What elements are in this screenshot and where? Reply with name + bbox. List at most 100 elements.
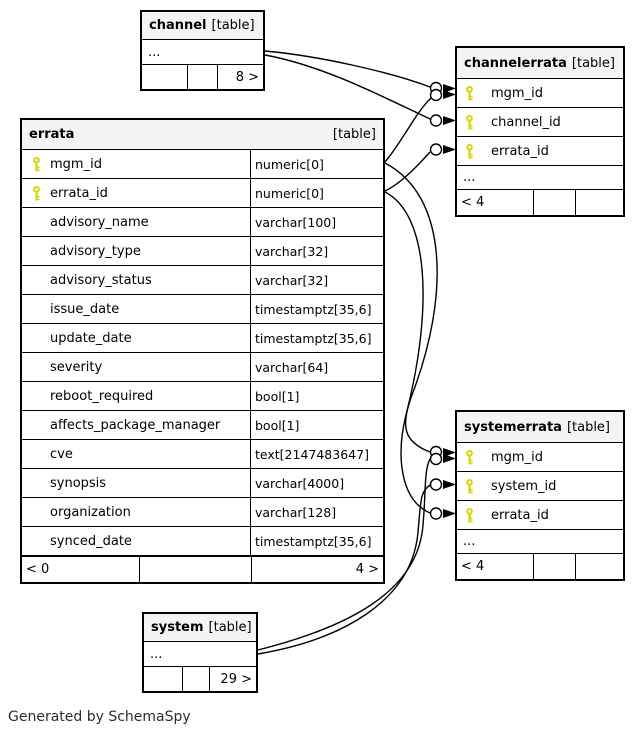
table-channel-footer: 8 > <box>142 65 263 89</box>
parents-count[interactable]: < 0 <box>26 562 50 577</box>
primary-key-icon <box>463 449 491 465</box>
table-errata[interactable]: errata [table] mgm_id numeric[0] errata_… <box>20 118 385 584</box>
table-system-header[interactable]: system [table] <box>144 614 256 642</box>
table-name: errata <box>29 127 75 142</box>
column-name: issue_date <box>50 301 120 317</box>
cardinality-circle <box>429 452 443 466</box>
primary-key-icon <box>30 156 50 172</box>
column-row-cve: cve text[2147483647] <box>22 440 383 469</box>
column-type: timestamptz[35,6] <box>250 527 383 555</box>
column-row-channel_id: channel_id <box>457 108 623 137</box>
column-row-reboot_required: reboot_required bool[1] <box>22 382 383 411</box>
more-columns-row: ... <box>457 166 623 190</box>
cardinality-circle <box>429 478 443 491</box>
column-type: numeric[0] <box>250 179 383 207</box>
column-type: varchar[32] <box>250 237 383 265</box>
relationship-channel-to-channelerrata-channel_id <box>264 54 431 120</box>
table-systemerrata[interactable]: systemerrata [table] mgm_id system_id er… <box>455 410 625 581</box>
fk-arrowhead <box>443 454 456 463</box>
primary-key-icon <box>463 85 491 101</box>
column-type: varchar[128] <box>250 498 383 526</box>
fk-arrowhead <box>443 480 456 489</box>
table-channel[interactable]: channel [table] ... 8 > <box>140 10 265 91</box>
column-name: system_id <box>491 478 557 494</box>
column-name: advisory_name <box>50 214 149 230</box>
table-system[interactable]: system [table] ... 29 > <box>142 612 258 693</box>
column-type: bool[1] <box>250 411 383 439</box>
table-kind: [table] <box>571 55 615 71</box>
more-columns-label: ... <box>463 170 476 185</box>
column-name: affects_package_manager <box>50 417 221 433</box>
parents-count[interactable]: < 4 <box>461 195 485 210</box>
column-name: advisory_type <box>50 243 141 259</box>
table-kind: [table] <box>211 18 255 33</box>
column-type: text[2147483647] <box>250 440 383 468</box>
cardinality-circle <box>429 143 443 156</box>
column-name: update_date <box>50 330 132 346</box>
column-row-synopsis: synopsis varchar[4000] <box>22 469 383 498</box>
column-name: mgm_id <box>491 85 543 101</box>
footer-cell <box>139 557 251 582</box>
table-errata-header[interactable]: errata [table] <box>22 120 383 150</box>
table-kind: [table] <box>332 127 376 142</box>
relationship-errata-mgm_id-to-channelerrata-mgm_id <box>384 97 432 163</box>
column-type: timestamptz[35,6] <box>250 324 383 352</box>
table-system-footer: 29 > <box>144 667 256 691</box>
relationship-errata-errata_id-to-channelerrata-errata_id <box>384 151 431 192</box>
relationship-errata-errata_id-to-systemerrata-errata_id <box>384 191 431 514</box>
column-row-affects_package_manager: affects_package_manager bool[1] <box>22 411 383 440</box>
fk-arrowhead <box>443 84 456 93</box>
cardinality-circle <box>429 114 443 127</box>
children-count[interactable]: 4 > <box>251 557 383 582</box>
footer-cell <box>142 65 187 89</box>
column-type: varchar[4000] <box>250 469 383 497</box>
footer-cell <box>533 190 575 215</box>
footer-cell <box>575 190 623 215</box>
primary-key-icon <box>30 185 50 201</box>
table-name: systemerrata <box>464 419 562 435</box>
more-columns-row: ... <box>142 40 263 65</box>
column-row-organization: organization varchar[128] <box>22 498 383 527</box>
fk-arrowhead <box>443 448 456 457</box>
column-name: advisory_status <box>50 272 152 288</box>
more-columns-label: ... <box>463 534 476 549</box>
primary-key-icon <box>463 478 491 494</box>
fk-arrowhead <box>443 145 456 154</box>
footer-cell <box>187 65 217 89</box>
footer-cell <box>144 667 182 691</box>
children-count[interactable]: 8 > <box>217 65 263 89</box>
table-channelerrata-header[interactable]: channelerrata [table] <box>457 48 623 79</box>
column-row-synced_date: synced_date timestamptz[35,6] <box>22 527 383 556</box>
column-row-errata_id: errata_id numeric[0] <box>22 179 383 208</box>
footer-cell <box>533 554 575 579</box>
table-systemerrata-header[interactable]: systemerrata [table] <box>457 412 623 443</box>
column-type: varchar[32] <box>250 266 383 294</box>
relationship-channel-to-channelerrata-mgm_id <box>264 50 431 88</box>
more-columns-label: ... <box>150 646 163 662</box>
children-count[interactable]: 29 > <box>209 667 256 691</box>
column-name: organization <box>50 504 131 520</box>
table-errata-footer: < 0 4 > <box>22 556 383 582</box>
table-systemerrata-footer: < 4 <box>457 554 623 579</box>
table-channelerrata[interactable]: channelerrata [table] mgm_id channel_id … <box>455 46 625 217</box>
column-name: channel_id <box>491 114 561 130</box>
column-type: varchar[64] <box>250 353 383 381</box>
table-name: channelerrata <box>464 55 567 71</box>
footer-cell <box>575 554 623 579</box>
column-row-errata_id: errata_id <box>457 137 623 166</box>
column-name: mgm_id <box>50 156 102 172</box>
parents-count[interactable]: < 4 <box>461 559 485 574</box>
column-type: numeric[0] <box>250 150 383 178</box>
footer-cell <box>182 667 209 691</box>
table-name: system <box>151 620 204 635</box>
table-channel-header[interactable]: channel [table] <box>142 12 263 40</box>
table-name: channel <box>149 18 207 33</box>
generated-by-credit: Generated by SchemaSpy <box>8 709 191 725</box>
column-row-advisory_name: advisory_name varchar[100] <box>22 208 383 237</box>
fk-arrowhead <box>443 116 456 125</box>
column-name: errata_id <box>50 185 108 201</box>
table-channelerrata-footer: < 4 <box>457 190 623 215</box>
column-row-errata_id: errata_id <box>457 501 623 530</box>
fk-arrowhead <box>443 509 456 518</box>
